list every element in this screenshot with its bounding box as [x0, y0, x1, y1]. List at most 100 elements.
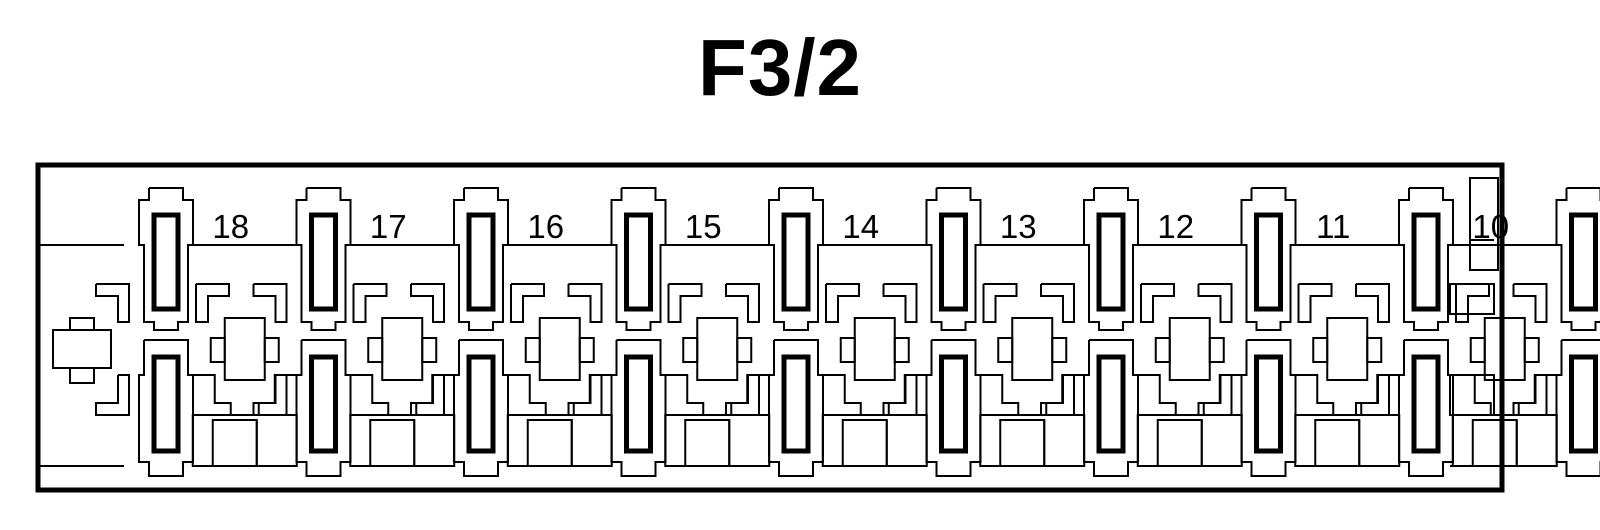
terminal-housing-upper	[295, 187, 352, 331]
right-end-block	[1469, 177, 1499, 271]
socket-frame	[1136, 414, 1243, 467]
socket-inner	[684, 419, 731, 467]
terminal-clip-right	[195, 283, 230, 323]
socket-inner	[369, 419, 416, 467]
socket-inner	[841, 419, 888, 467]
latch-wing-right	[578, 337, 595, 363]
terminal-slot-lower	[1411, 354, 1441, 454]
terminal-housing-lower	[1083, 339, 1139, 477]
terminal-slot-upper	[1096, 212, 1126, 312]
terminal-housing-upper	[1555, 187, 1600, 331]
terminal-housing-upper	[925, 187, 982, 331]
terminal-housing-upper	[138, 187, 194, 331]
latch-wing-left	[1312, 337, 1329, 363]
latch-body	[853, 317, 896, 381]
pin-number-label: 14	[842, 208, 879, 245]
terminal-slot-upper	[466, 212, 496, 312]
latch-wing-right	[893, 337, 910, 363]
terminal-clip-left	[882, 283, 918, 323]
terminal-clip-left	[1197, 283, 1233, 323]
pin-number-label: 13	[1000, 208, 1037, 245]
terminal-clip-left	[252, 283, 288, 323]
latch-body	[381, 317, 424, 381]
latch-wing-right	[1523, 337, 1540, 363]
pin-number-label: 16	[527, 208, 564, 245]
terminal-slot-lower	[1096, 354, 1126, 454]
latch-body	[1011, 317, 1054, 381]
terminal-clip-right	[982, 283, 1018, 323]
latch-body	[538, 317, 581, 381]
latch-wing-left	[839, 337, 856, 363]
terminal-slot-upper	[1411, 212, 1441, 312]
terminal-clip-left	[1355, 283, 1390, 323]
terminal-slot-lower	[781, 354, 811, 454]
terminal-housing-lower	[1240, 339, 1297, 477]
socket-frame	[979, 414, 1086, 467]
terminal-housing-upper	[1398, 187, 1454, 331]
terminal-clip-lower-left	[95, 374, 130, 416]
pin-number-label: 11	[1316, 208, 1350, 245]
terminal-clip-left	[1512, 283, 1548, 323]
terminal-housing-upper	[768, 187, 824, 331]
latch-wing-right	[1208, 337, 1225, 363]
terminal-housing-lower	[1398, 339, 1454, 477]
terminal-slot-lower	[466, 354, 496, 454]
terminal-clip-right	[510, 283, 545, 323]
socket-inner	[526, 419, 573, 467]
terminal-slot-lower	[1569, 354, 1598, 454]
latch-wing-right	[421, 337, 438, 363]
latch-body	[696, 317, 739, 381]
terminal-slot-lower	[1254, 354, 1283, 454]
left-latch	[52, 329, 112, 369]
latch-body	[1168, 317, 1211, 381]
terminal-clip-left	[95, 283, 130, 323]
latch-wing-left	[1469, 337, 1486, 363]
latch-wing-right	[1366, 337, 1383, 363]
terminal-slot-lower	[624, 354, 653, 454]
terminal-clip-right	[825, 283, 860, 323]
terminal-slot-upper	[1569, 212, 1598, 312]
terminal-clip-right	[667, 283, 703, 323]
pin-number-label: 17	[370, 208, 407, 245]
terminal-housing-lower	[453, 339, 509, 477]
terminal-slot-upper	[939, 212, 968, 312]
terminal-slot-lower	[309, 354, 338, 454]
latch-wing-right	[263, 337, 280, 363]
terminal-slot-lower	[151, 354, 181, 454]
terminal-housing-upper	[1083, 187, 1139, 331]
latch-body	[1483, 317, 1526, 381]
terminal-slot-lower	[939, 354, 968, 454]
socket-inner	[1471, 419, 1518, 467]
terminal-clip-right	[352, 283, 388, 323]
latch-wing-left	[1154, 337, 1171, 363]
terminal-slot-upper	[151, 212, 181, 312]
connector-title: F3/2	[697, 23, 863, 112]
terminal-clip-left	[410, 283, 445, 323]
terminal-clip-left	[567, 283, 603, 323]
terminal-slot-upper	[781, 212, 811, 312]
terminal-housing-lower	[138, 339, 194, 477]
socket-inner	[1156, 419, 1203, 467]
socket-frame	[191, 414, 298, 467]
terminal-housing-upper	[610, 187, 667, 331]
latch-wing-left	[524, 337, 541, 363]
terminal-housing-upper	[453, 187, 509, 331]
latch-wing-left	[367, 337, 384, 363]
pin-number-label: 10	[1472, 208, 1509, 245]
left-latch-tab-bottom	[69, 367, 95, 384]
socket-inner	[1314, 419, 1361, 467]
terminal-housing-lower	[610, 339, 667, 477]
terminal-slot-upper	[1254, 212, 1283, 312]
latch-wing-left	[682, 337, 699, 363]
socket-frame	[506, 414, 613, 467]
terminal-clip-left	[1040, 283, 1075, 323]
socket-inner	[211, 419, 258, 467]
terminal-clip-right	[1455, 283, 1490, 323]
socket-frame	[821, 414, 928, 467]
terminal-housing-lower	[768, 339, 824, 477]
socket-frame	[1294, 414, 1401, 467]
terminal-housing-lower	[925, 339, 982, 477]
terminal-housing-lower	[295, 339, 352, 477]
pin-number-label: 12	[1157, 208, 1194, 245]
